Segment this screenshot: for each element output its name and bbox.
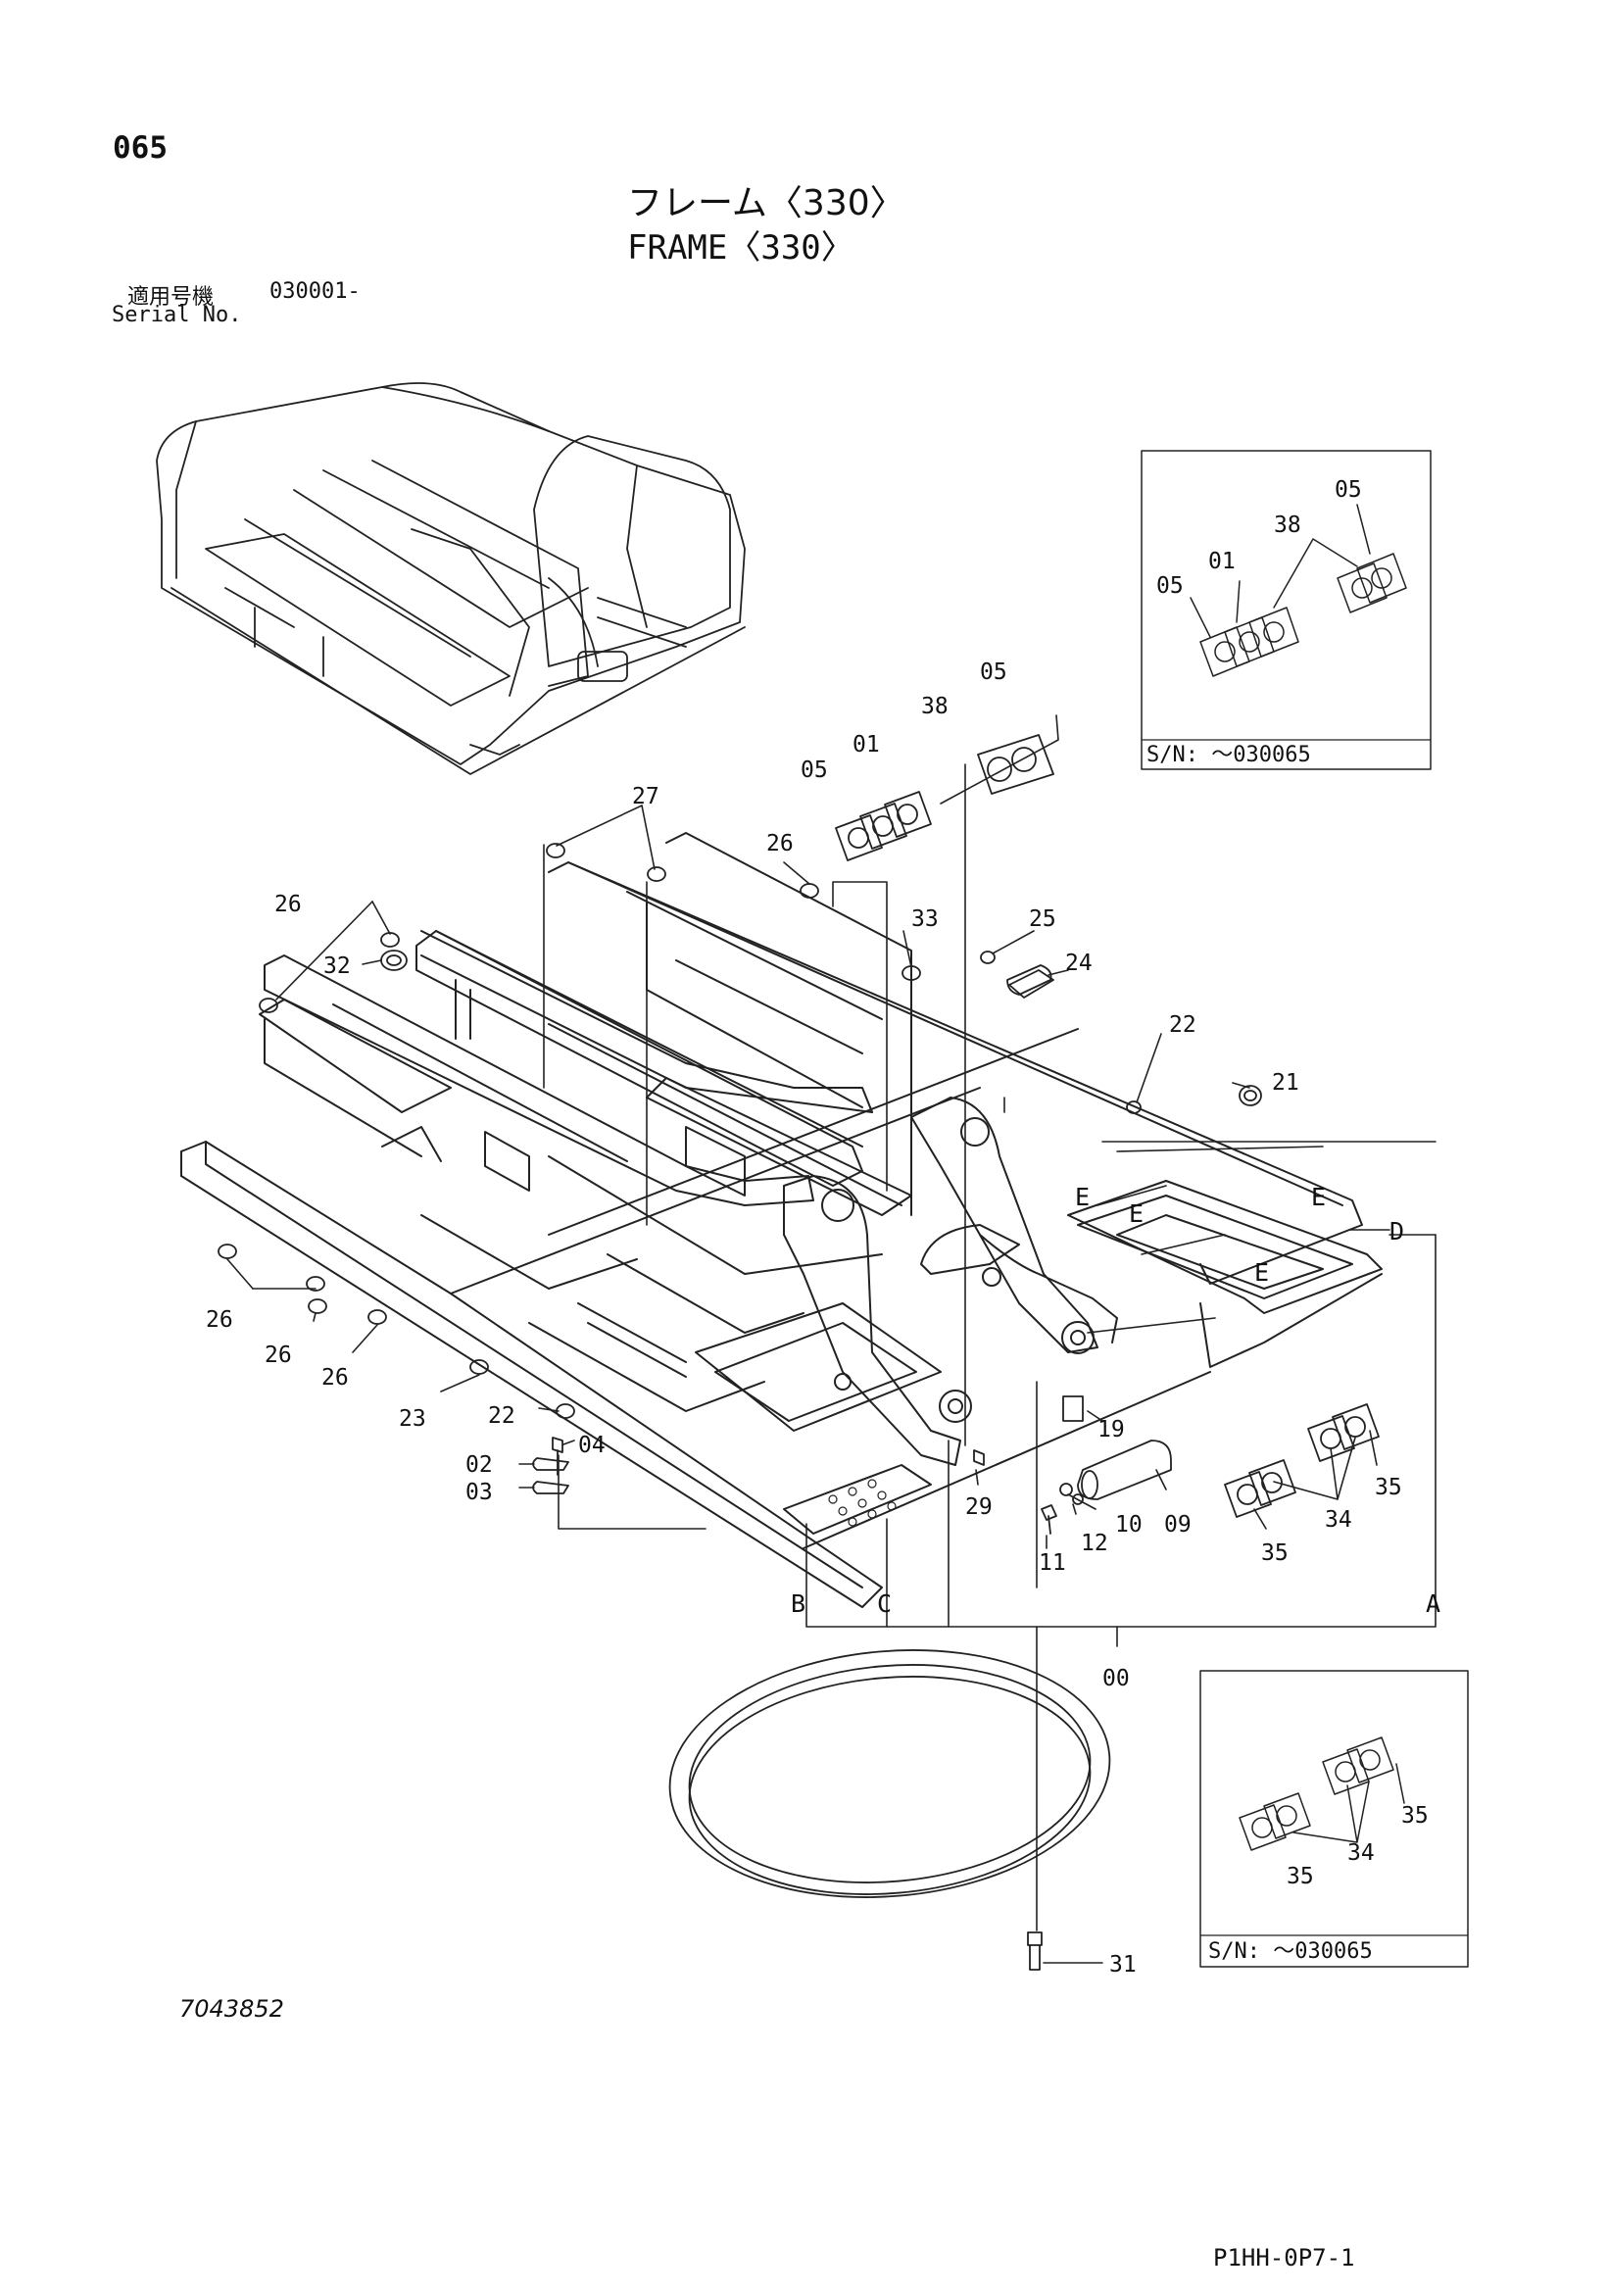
- inset-callout-01: 01: [1208, 549, 1236, 574]
- inset-callout-34: 34: [1347, 1840, 1375, 1866]
- callout-05: 05: [980, 659, 1007, 685]
- callout-02: 02: [465, 1452, 493, 1478]
- callout-03: 03: [465, 1480, 493, 1505]
- callout-12: 12: [1081, 1531, 1108, 1556]
- ref-letter-e: E: [1254, 1258, 1269, 1287]
- callout-04: 04: [578, 1433, 606, 1458]
- callout-22: 22: [1169, 1012, 1196, 1038]
- inset-callout-05: 05: [1335, 477, 1362, 503]
- callout-31: 31: [1109, 1952, 1137, 1978]
- callout-09: 09: [1164, 1512, 1192, 1538]
- callout-21: 21: [1272, 1070, 1299, 1096]
- inset-bottom-labels: 35 34 35 S/N: ～030065: [1208, 1803, 1429, 1964]
- callout-34: 34: [1325, 1507, 1352, 1533]
- page-number: 065: [113, 130, 168, 166]
- callout-35: 35: [1261, 1540, 1289, 1566]
- inset-box-top: [1141, 450, 1432, 770]
- ref-letter-c: C: [877, 1589, 892, 1618]
- callout-26: 26: [766, 831, 794, 856]
- callout-27: 27: [632, 784, 659, 809]
- callout-25: 25: [1029, 906, 1056, 932]
- callout-labels: 05 01 38 05 27 26 26 32 33 25 24 22 21 2…: [206, 659, 1402, 1978]
- ref-letter-e: E: [1311, 1183, 1326, 1211]
- leader-lines: [226, 714, 1437, 1964]
- callout-05: 05: [801, 757, 828, 783]
- machine-overview-illustration: [156, 382, 746, 775]
- inset-top-serial-note: S/N: ～030065: [1146, 743, 1311, 767]
- callout-26: 26: [321, 1365, 349, 1391]
- callout-11: 11: [1039, 1550, 1066, 1576]
- callout-00: 00: [1102, 1666, 1130, 1691]
- ref-letter-a: A: [1426, 1589, 1440, 1618]
- ref-letter-d: D: [1389, 1217, 1404, 1246]
- callout-01: 01: [853, 732, 880, 757]
- inset-callout-05: 05: [1156, 573, 1184, 599]
- main-frame-assembly: [180, 832, 1383, 1608]
- serial-label-jp: 適用号機: [127, 285, 215, 310]
- callout-22: 22: [488, 1403, 515, 1429]
- ref-letter-b: B: [791, 1589, 805, 1618]
- drawing-number: 7043852: [179, 1995, 284, 2023]
- callout-33: 33: [911, 906, 939, 932]
- reference-letters: A B C D E E E E: [791, 1183, 1440, 1618]
- ref-letter-e: E: [1075, 1183, 1090, 1211]
- callout-26: 26: [265, 1343, 292, 1368]
- callout-23: 23: [399, 1406, 426, 1432]
- inset-callout-35: 35: [1287, 1864, 1314, 1889]
- callout-24: 24: [1065, 951, 1093, 976]
- inset-callout-38: 38: [1274, 513, 1301, 538]
- ref-letter-e: E: [1129, 1199, 1144, 1228]
- page-code: P1HH-0P7-1: [1213, 2244, 1355, 2272]
- page-title-en: FRAME〈330〉: [627, 228, 854, 268]
- page-title-jp: フレーム〈330〉: [627, 183, 905, 223]
- callout-10: 10: [1115, 1512, 1143, 1538]
- callout-38: 38: [921, 694, 949, 719]
- serial-value: 030001-: [269, 279, 361, 304]
- callout-26: 26: [206, 1307, 233, 1333]
- callout-32: 32: [323, 953, 351, 979]
- inset-box-bottom: [1199, 1670, 1469, 1968]
- callout-35: 35: [1375, 1475, 1402, 1500]
- small-parts: [218, 734, 1380, 1971]
- callout-19: 19: [1097, 1417, 1125, 1442]
- callout-29: 29: [965, 1494, 993, 1520]
- inset-bottom-serial-note: S/N: ～030065: [1208, 1939, 1373, 1964]
- serial-label-en: Serial No.: [112, 303, 242, 327]
- callout-26: 26: [274, 892, 302, 917]
- inset-top-labels: 05 01 38 05 S/N: ～030065: [1146, 477, 1362, 767]
- inset-callout-35: 35: [1401, 1803, 1429, 1829]
